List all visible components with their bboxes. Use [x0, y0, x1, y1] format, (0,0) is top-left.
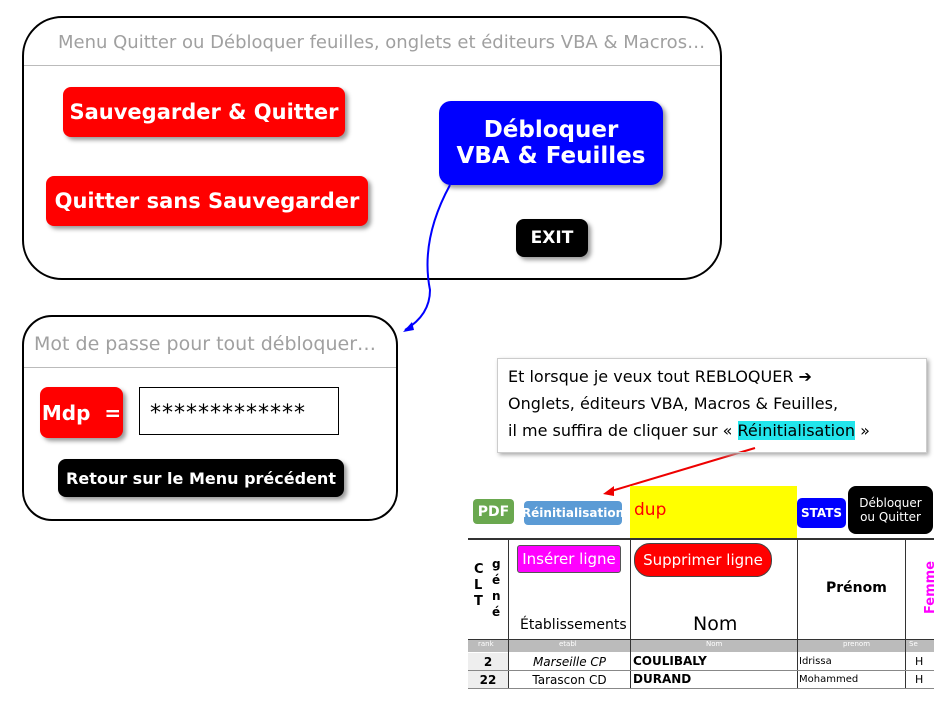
- col-divider: [630, 538, 631, 688]
- femme-header: Femme: [923, 560, 939, 615]
- col-divider: [797, 538, 798, 688]
- col-divider: [905, 538, 906, 688]
- filter-etab[interactable]: etabl: [509, 640, 630, 652]
- sexe-cell: H: [915, 655, 924, 668]
- etab-cell: Marseille CP: [532, 654, 607, 669]
- row-divider: [468, 688, 934, 689]
- dup-cell: dup: [630, 486, 797, 538]
- row-divider: [468, 670, 934, 671]
- clt-label: C L T: [474, 562, 484, 609]
- unlock-line1: Débloquer: [483, 117, 619, 143]
- filter-label: Se: [909, 640, 918, 648]
- etab-cell: Tarascon CD: [532, 672, 607, 687]
- prenom-cell: Idrissa: [799, 656, 832, 667]
- unlock-quit-line1: Débloquer: [859, 496, 922, 510]
- note-line2: Onglets, éditeurs VBA, Macros & Feuilles…: [508, 394, 839, 413]
- filter-nom[interactable]: Nom: [631, 640, 797, 652]
- rank-cell: 22: [468, 671, 508, 688]
- filter-label: etabl: [559, 640, 577, 648]
- password-input[interactable]: *************: [139, 387, 339, 435]
- prenom-header: Prénom: [826, 580, 887, 596]
- pdf-button[interactable]: PDF: [473, 499, 514, 524]
- password-title: Mot de passe pour tout débloquer…: [24, 333, 396, 368]
- nom-cell: COULIBALY: [633, 654, 707, 668]
- menu-title: Menu Quitter ou Débloquer feuilles, ongl…: [24, 32, 720, 66]
- note-line3: il me suffira de cliquer sur « Réinitial…: [508, 417, 916, 444]
- back-menu-button[interactable]: Retour sur le Menu précédent: [58, 459, 344, 497]
- reset-button[interactable]: Réinitialisation: [522, 501, 624, 525]
- filter-label: prenom: [843, 640, 871, 648]
- delete-row-button[interactable]: Supprimer ligne: [634, 543, 772, 577]
- filter-prenom[interactable]: prenom: [798, 640, 905, 652]
- unlock-line2: VBA & Feuilles: [456, 143, 646, 169]
- quit-nosave-button[interactable]: Quitter sans Sauvegarder: [46, 176, 368, 226]
- col-divider: [508, 538, 509, 688]
- nom-header: Nom: [693, 613, 738, 635]
- exit-button[interactable]: EXIT: [516, 219, 588, 257]
- filter-sexe[interactable]: Se: [906, 640, 934, 652]
- note-highlight: Réinitialisation: [737, 421, 855, 440]
- filter-rank[interactable]: rank: [468, 640, 508, 652]
- gene-label: g é n é: [492, 557, 501, 619]
- etab-header: Établissements: [520, 617, 627, 633]
- unlock-quit-line2: ou Quitter: [860, 510, 921, 524]
- filter-label: rank: [478, 640, 494, 648]
- save-quit-button[interactable]: Sauvegarder & Quitter: [63, 87, 345, 137]
- note-line1: Et lorsque je veux tout REBLOQUER ➔: [508, 367, 812, 386]
- rank-cell: 2: [468, 653, 508, 670]
- prenom-cell: Mohammed: [799, 674, 859, 685]
- insert-row-button[interactable]: Insérer ligne: [517, 545, 621, 573]
- note-line3-end: »: [860, 421, 870, 440]
- note-line3-text: il me suffira de cliquer sur «: [508, 421, 733, 440]
- stats-button[interactable]: STATS: [797, 498, 846, 528]
- nom-cell: DURAND: [633, 672, 692, 686]
- unlock-vba-button[interactable]: Débloquer VBA & Feuilles: [439, 101, 663, 185]
- mdp-label: Mdp =: [40, 387, 123, 438]
- note-box: Et lorsque je veux tout REBLOQUER ➔ Ongl…: [497, 358, 927, 453]
- header-top-border: [468, 538, 934, 540]
- filter-label: Nom: [706, 640, 723, 648]
- sexe-cell: H: [915, 673, 924, 686]
